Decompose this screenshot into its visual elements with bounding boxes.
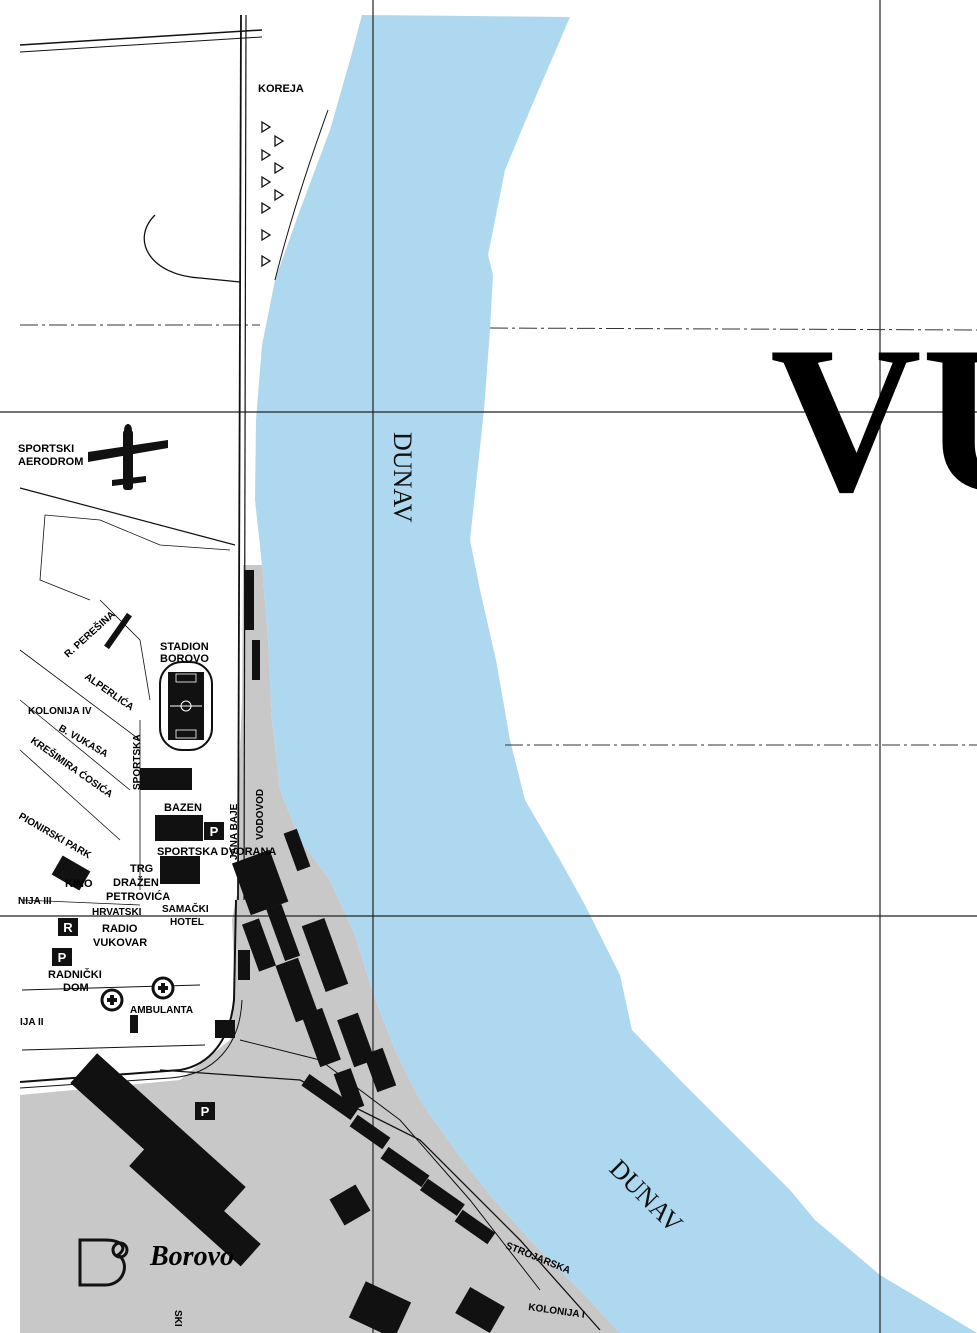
buildings: [51, 570, 505, 1333]
label-sportski-bottom: SKI: [172, 1310, 183, 1327]
label-vodovod: VODOVOD: [255, 789, 266, 840]
label-koreja: KOREJA: [258, 83, 304, 95]
label-kolonija-ii: IJA II: [20, 1017, 44, 1028]
label-trg-2: DRAŽEN: [113, 876, 159, 889]
label-radnicki-1: RADNIČKI: [48, 968, 102, 981]
street-jana-baje: JANA BAJE: [229, 803, 240, 860]
label-hrvatski: HRVATSKI: [92, 907, 142, 918]
svg-text:R: R: [63, 920, 73, 935]
boundary-lines: [20, 324, 977, 746]
label-samacki-1: SAMAČKI: [162, 902, 209, 915]
label-ambulanta: AMBULANTA: [130, 1005, 193, 1016]
svg-text:P: P: [58, 950, 67, 965]
label-bazen: BAZEN: [164, 802, 202, 814]
label-kolonija-iii: NIJA III: [18, 896, 52, 907]
stadium: [159, 661, 213, 751]
label-aerodrom-2: AERODROM: [18, 456, 83, 468]
label-pionirski-park: PIONIRSKI PARK: [17, 811, 94, 862]
label-trg-3: PETROVIĆA: [106, 890, 170, 903]
parking-icon: P: [204, 822, 224, 840]
label-sportska-dvorana: SPORTSKA DVORANA: [157, 846, 276, 858]
street-peresina: R. PEREŠINA: [61, 608, 117, 660]
airplane-icon: [88, 424, 168, 490]
label-radnicki-2: DOM: [63, 982, 89, 994]
borovo-logo: Borovo: [78, 1238, 234, 1287]
town-title: VU: [770, 304, 977, 536]
label-stadion-2: BOROVO: [160, 653, 209, 665]
svg-text:P: P: [201, 1104, 210, 1119]
medical-cross-icon: [100, 976, 175, 1012]
borovo-logo-text: Borovo: [149, 1241, 234, 1272]
river-dunav: [255, 15, 977, 1333]
tent-icon: [261, 120, 285, 268]
svg-text:P: P: [210, 824, 219, 839]
roads: [19, 14, 601, 1331]
label-stadion-1: STADION: [160, 641, 209, 653]
parking-icon-factory: P: [195, 1102, 215, 1120]
label-radio-1: RADIO: [102, 923, 138, 935]
radio-icon: R: [58, 918, 78, 936]
label-kolonija-iv: KOLONIJA IV: [28, 706, 92, 717]
street-sportska: SPORTSKA: [132, 734, 143, 790]
parking-icon-radnicki: P: [52, 948, 72, 966]
label-aerodrom-1: SPORTSKI: [18, 443, 74, 455]
label-radio-2: VUKOVAR: [93, 937, 147, 949]
label-trg-1: TRG: [130, 863, 153, 875]
river-label-upper: DUNAV: [388, 432, 417, 523]
street-vukasa: B. VUKASA: [57, 723, 110, 760]
label-kino: KINO: [65, 878, 93, 890]
label-samacki-2: HOTEL: [170, 917, 204, 928]
